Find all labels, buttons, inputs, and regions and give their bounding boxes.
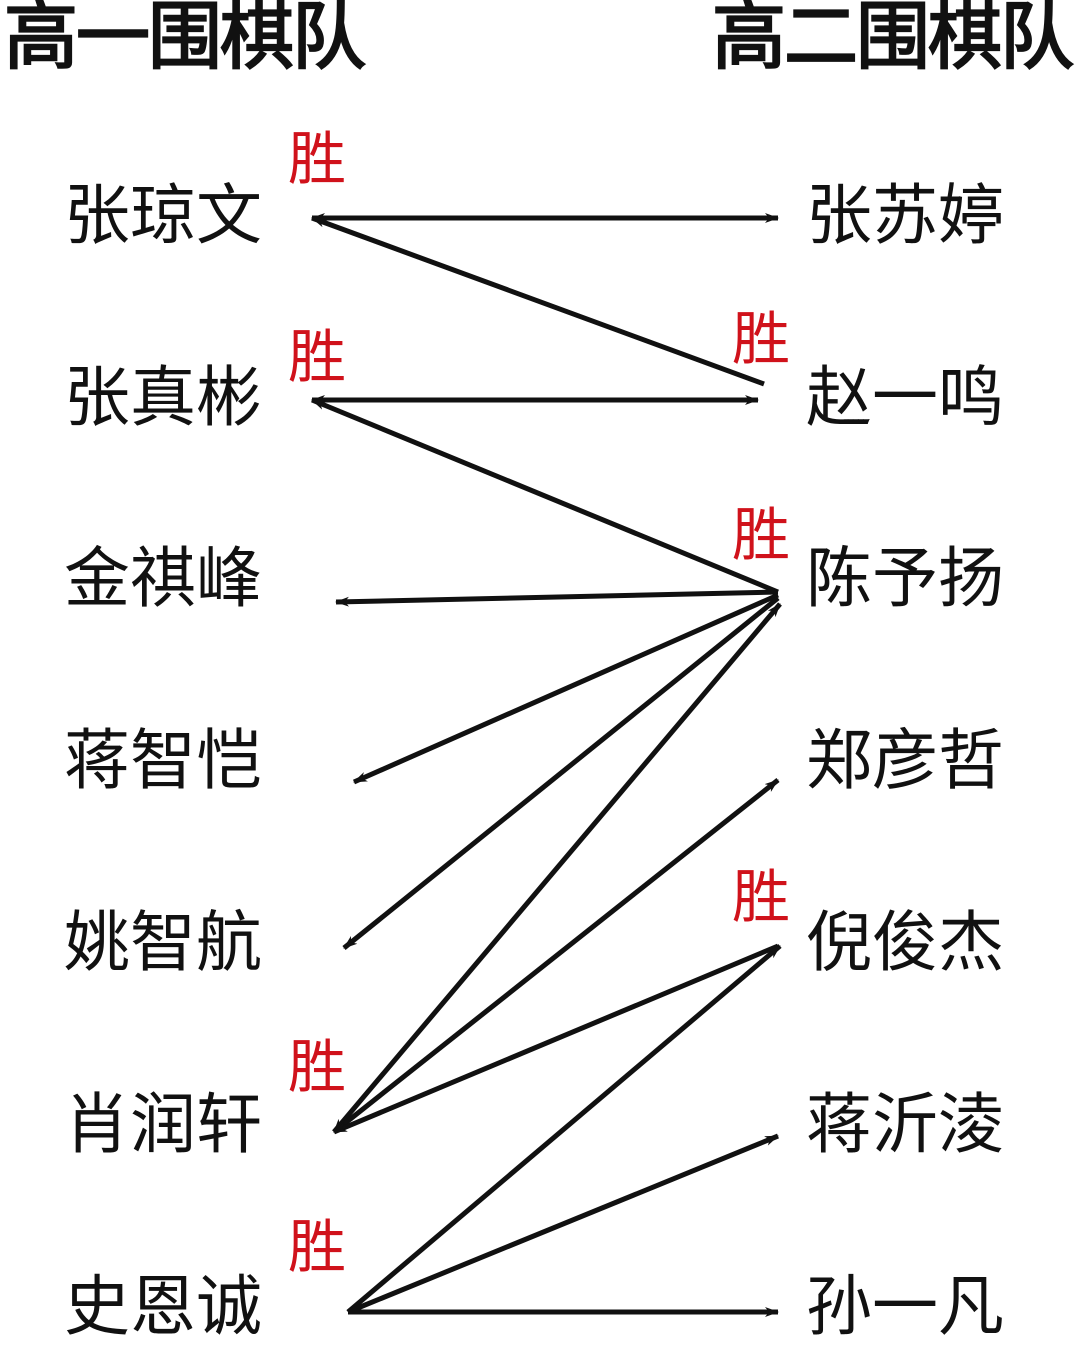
win-mark: 胜: [288, 125, 347, 193]
match-arrow: [352, 592, 780, 785]
win-mark: 胜: [732, 305, 791, 373]
match-arrow: [311, 397, 779, 595]
left-player: 肖润轩: [64, 1086, 262, 1163]
left-player: 姚智航: [64, 904, 262, 981]
right-player: 孙一凡: [806, 1268, 1004, 1345]
left-player: 金祺峰: [64, 540, 262, 617]
match-arrow: [333, 943, 779, 1135]
match-arrow: [346, 944, 782, 1314]
match-arrow: [335, 589, 779, 607]
right-team-header: 高二围棋队: [712, 0, 1074, 80]
win-mark: 胜: [732, 501, 791, 569]
left-player: 张琼文: [64, 177, 262, 254]
match-arrow: [332, 778, 780, 1134]
left-player: 张真彬: [64, 359, 262, 436]
match-arrow: [311, 215, 765, 387]
win-mark: 胜: [288, 323, 347, 391]
right-player: 赵一鸣: [806, 359, 1004, 436]
right-player: 倪俊杰: [806, 904, 1004, 981]
left-team-header: 高一围棋队: [4, 0, 366, 80]
left-player: 史恩诚: [64, 1268, 262, 1345]
right-player: 陈予扬: [806, 540, 1004, 617]
right-player: 郑彦哲: [806, 722, 1004, 799]
right-player: 张苏婷: [806, 177, 1004, 254]
match-arrow: [342, 596, 780, 950]
match-arrow: [347, 1133, 779, 1315]
left-player: 蒋智恺: [64, 722, 262, 799]
right-player: 蒋沂淩: [806, 1086, 1004, 1163]
match-arrow: [332, 602, 782, 1134]
win-mark: 胜: [288, 1213, 347, 1281]
